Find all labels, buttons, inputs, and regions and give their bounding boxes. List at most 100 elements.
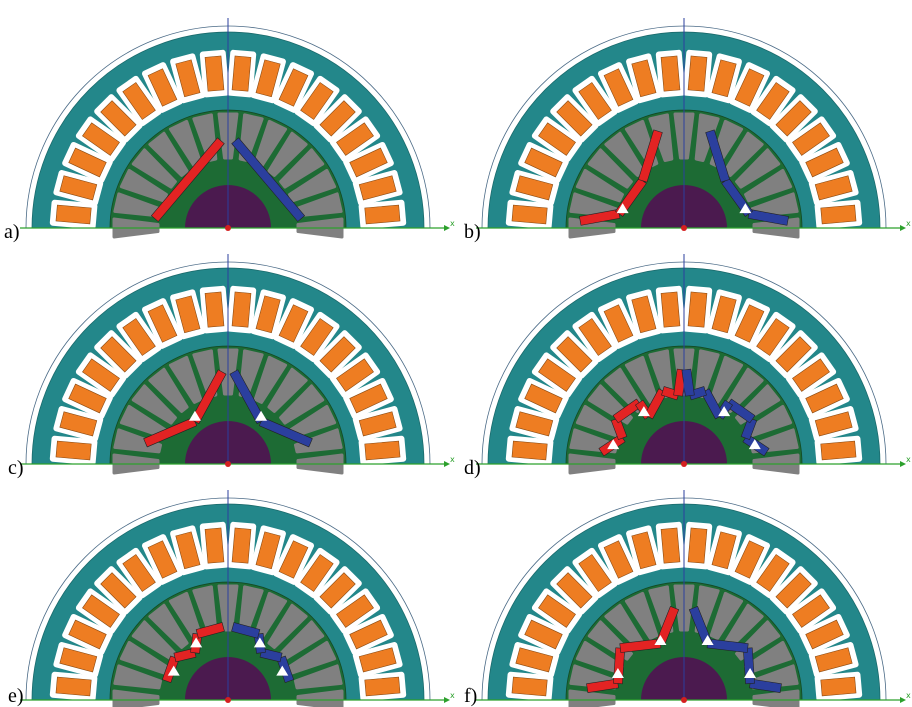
winding-coil [300, 554, 334, 592]
winding-coil [538, 122, 576, 156]
winding-coil [515, 411, 554, 437]
winding-coil [231, 527, 252, 564]
winding-coil [734, 68, 765, 107]
winding-coil [687, 55, 708, 92]
rotor-tooth [293, 664, 343, 690]
winding-coil [511, 440, 548, 461]
winding-coil [319, 572, 356, 609]
winding-coil [204, 55, 225, 92]
winding-coil [364, 440, 401, 461]
magnet-right-segment [231, 137, 306, 222]
flux-barrier [616, 203, 629, 214]
winding-coil [711, 59, 737, 98]
winding-coil [660, 55, 681, 92]
rotor-tooth [288, 640, 337, 675]
winding-coil [820, 204, 857, 225]
winding-coil [775, 572, 812, 609]
winding-coil [175, 59, 201, 98]
rotor-tooth [267, 131, 308, 177]
winding-coil [556, 572, 593, 609]
flux-barrier [739, 203, 752, 214]
winding-coil [349, 619, 388, 650]
winding-coil [147, 540, 178, 579]
rotor-tooth [709, 591, 744, 640]
magnet-right-segment [231, 622, 261, 639]
winding-coil [756, 318, 790, 356]
winding-coil [358, 647, 397, 673]
x-axis-arrow [444, 461, 450, 467]
winding-coil [756, 554, 790, 592]
winding-coil [68, 147, 107, 178]
panel-label-b: b) [464, 221, 481, 243]
winding-coil [319, 336, 356, 373]
winding-coil [358, 411, 397, 437]
winding-coil [100, 100, 137, 137]
winding-coil [68, 619, 107, 650]
motor-cross-section-c: x [20, 254, 455, 475]
panel-label-f: f) [464, 685, 478, 707]
winding-coil [255, 59, 281, 98]
rotor-tooth [624, 355, 659, 404]
winding-coil [82, 358, 120, 392]
motor-drawing: x [476, 254, 911, 475]
winding-coil [814, 647, 853, 673]
winding-coil [55, 204, 92, 225]
flux-barrier [718, 406, 731, 417]
rotor-tooth [119, 640, 168, 675]
winding-coil [524, 147, 563, 178]
rotor-tooth [624, 591, 659, 640]
winding-coil [278, 540, 309, 579]
origin-marker [681, 697, 687, 703]
panel-c: x c) [0, 236, 456, 478]
x-axis-letter: x [450, 219, 455, 228]
rotor-tooth [604, 131, 645, 177]
panel-label-c: c) [8, 457, 24, 479]
winding-coil [805, 383, 844, 414]
motor-cross-section-d: x [476, 254, 911, 475]
rotor-tooth [279, 148, 325, 189]
winding-coil [734, 540, 765, 579]
rotor-tooth [267, 367, 308, 413]
x-axis-letter: x [450, 691, 455, 700]
motor-drawing: x [20, 254, 455, 475]
winding-coil [515, 175, 554, 201]
winding-coil [364, 204, 401, 225]
winding-coil [300, 318, 334, 356]
winding-coil [511, 676, 548, 697]
rotor-tooth [735, 148, 781, 189]
origin-marker [225, 461, 231, 467]
winding-coil [805, 619, 844, 650]
magnet-left-segment [190, 369, 227, 425]
winding-coil [59, 647, 98, 673]
flux-barrier [654, 635, 667, 645]
winding-coil [711, 531, 737, 570]
winding-coil [511, 204, 548, 225]
winding-coil [364, 676, 401, 697]
x-axis-arrow [444, 225, 450, 231]
motor-cross-section-b: x [476, 18, 911, 239]
magnet-right-segment [229, 369, 266, 425]
panel-b: x b) [456, 0, 912, 242]
x-axis-letter: x [906, 691, 911, 700]
rotor-tooth [575, 168, 624, 203]
winding-coil [775, 100, 812, 137]
winding-coil [349, 383, 388, 414]
winding-coil [578, 318, 612, 356]
panel-label-a: a) [4, 221, 20, 243]
magnet-left-segment [638, 129, 663, 183]
winding-coil [147, 304, 178, 343]
panel-d: x d) [456, 236, 912, 478]
winding-coil [805, 147, 844, 178]
motor-cross-section-e: x [20, 490, 455, 707]
winding-coil [687, 291, 708, 328]
winding-coil [336, 594, 374, 628]
flux-barrier [167, 665, 180, 676]
panel-f: x f) [456, 472, 912, 707]
winding-coil [68, 383, 107, 414]
x-axis-arrow [900, 225, 906, 231]
winding-coil [578, 82, 612, 120]
winding-coil [631, 59, 657, 98]
winding-coil [349, 147, 388, 178]
flux-barrier [190, 637, 203, 648]
winding-coil [300, 82, 334, 120]
